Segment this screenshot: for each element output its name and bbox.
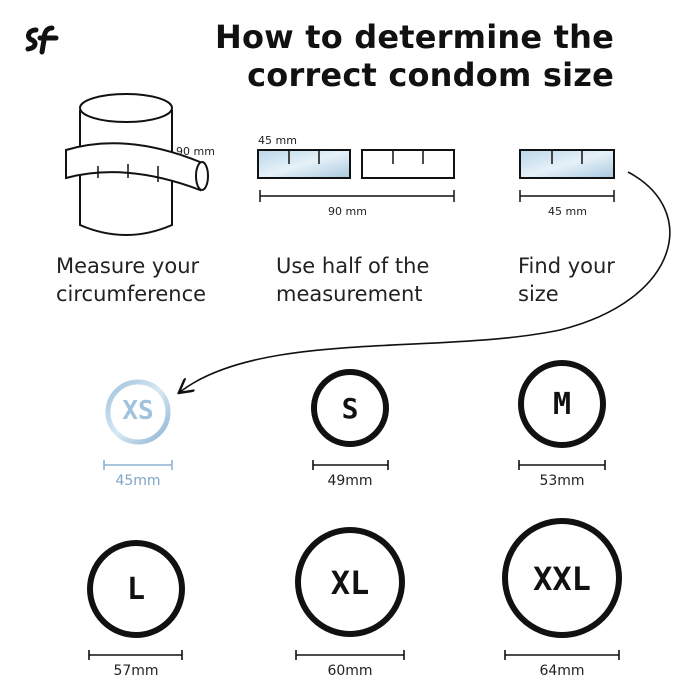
size-ring-l (87, 540, 185, 638)
title-line-1: How to determine the (215, 18, 614, 56)
step1-caption-line1: Measure your (56, 254, 200, 278)
size-ring-s (311, 369, 389, 447)
title-line-2: correct condom size (247, 56, 614, 94)
size-letter-xs: XS (122, 396, 154, 426)
ruler-halves-icon (257, 149, 455, 202)
size-letter-m: M (552, 387, 572, 422)
tape-cylinder-icon (65, 93, 209, 236)
width-bar-xxl (504, 650, 620, 660)
curved-arrow-icon (180, 171, 671, 392)
size-ring-xxl (502, 518, 622, 638)
size-letter-xxl: XXL (533, 560, 591, 598)
page-title: How to determine the correct condom size (194, 18, 614, 94)
size-ring-xl (295, 527, 405, 637)
width-bar-m (518, 460, 606, 470)
step3-caption: Find your size (518, 252, 668, 308)
step1-caption-line2: circumference (56, 282, 207, 306)
size-width-s: 49mm (327, 473, 373, 489)
size-ring-m (518, 360, 606, 448)
size-width-xl: 60mm (327, 663, 373, 679)
size-letter-l: L (126, 572, 146, 607)
step3-caption-line2: size (518, 282, 559, 306)
ruler-half-icon (519, 149, 615, 202)
step2-caption-line2: measurement (276, 282, 423, 306)
size-width-l: 57mm (113, 663, 159, 679)
step3-measure-label: 45 mm (548, 205, 587, 218)
size-width-m: 53mm (539, 473, 585, 489)
width-bar-xl (295, 650, 405, 660)
width-bar-l (88, 650, 183, 660)
sf-logo-icon (25, 25, 59, 55)
size-width-xs: 45mm (115, 473, 161, 489)
width-bar-xs (103, 460, 173, 470)
step2-half-label: 45 mm (258, 134, 297, 147)
size-ring-xs (105, 379, 171, 445)
step2-total-label: 90 mm (328, 205, 367, 218)
step1-measure-label: 90 mm (176, 145, 215, 158)
width-bar-s (312, 460, 389, 470)
step3-caption-line1: Find your (518, 254, 615, 278)
size-letter-s: S (341, 392, 359, 425)
step2-caption: Use half of the measurement (276, 252, 476, 308)
step1-caption: Measure your circumference (56, 252, 256, 308)
step2-caption-line1: Use half of the (276, 254, 430, 278)
size-letter-xl: XL (330, 564, 370, 602)
size-width-xxl: 64mm (539, 663, 585, 679)
